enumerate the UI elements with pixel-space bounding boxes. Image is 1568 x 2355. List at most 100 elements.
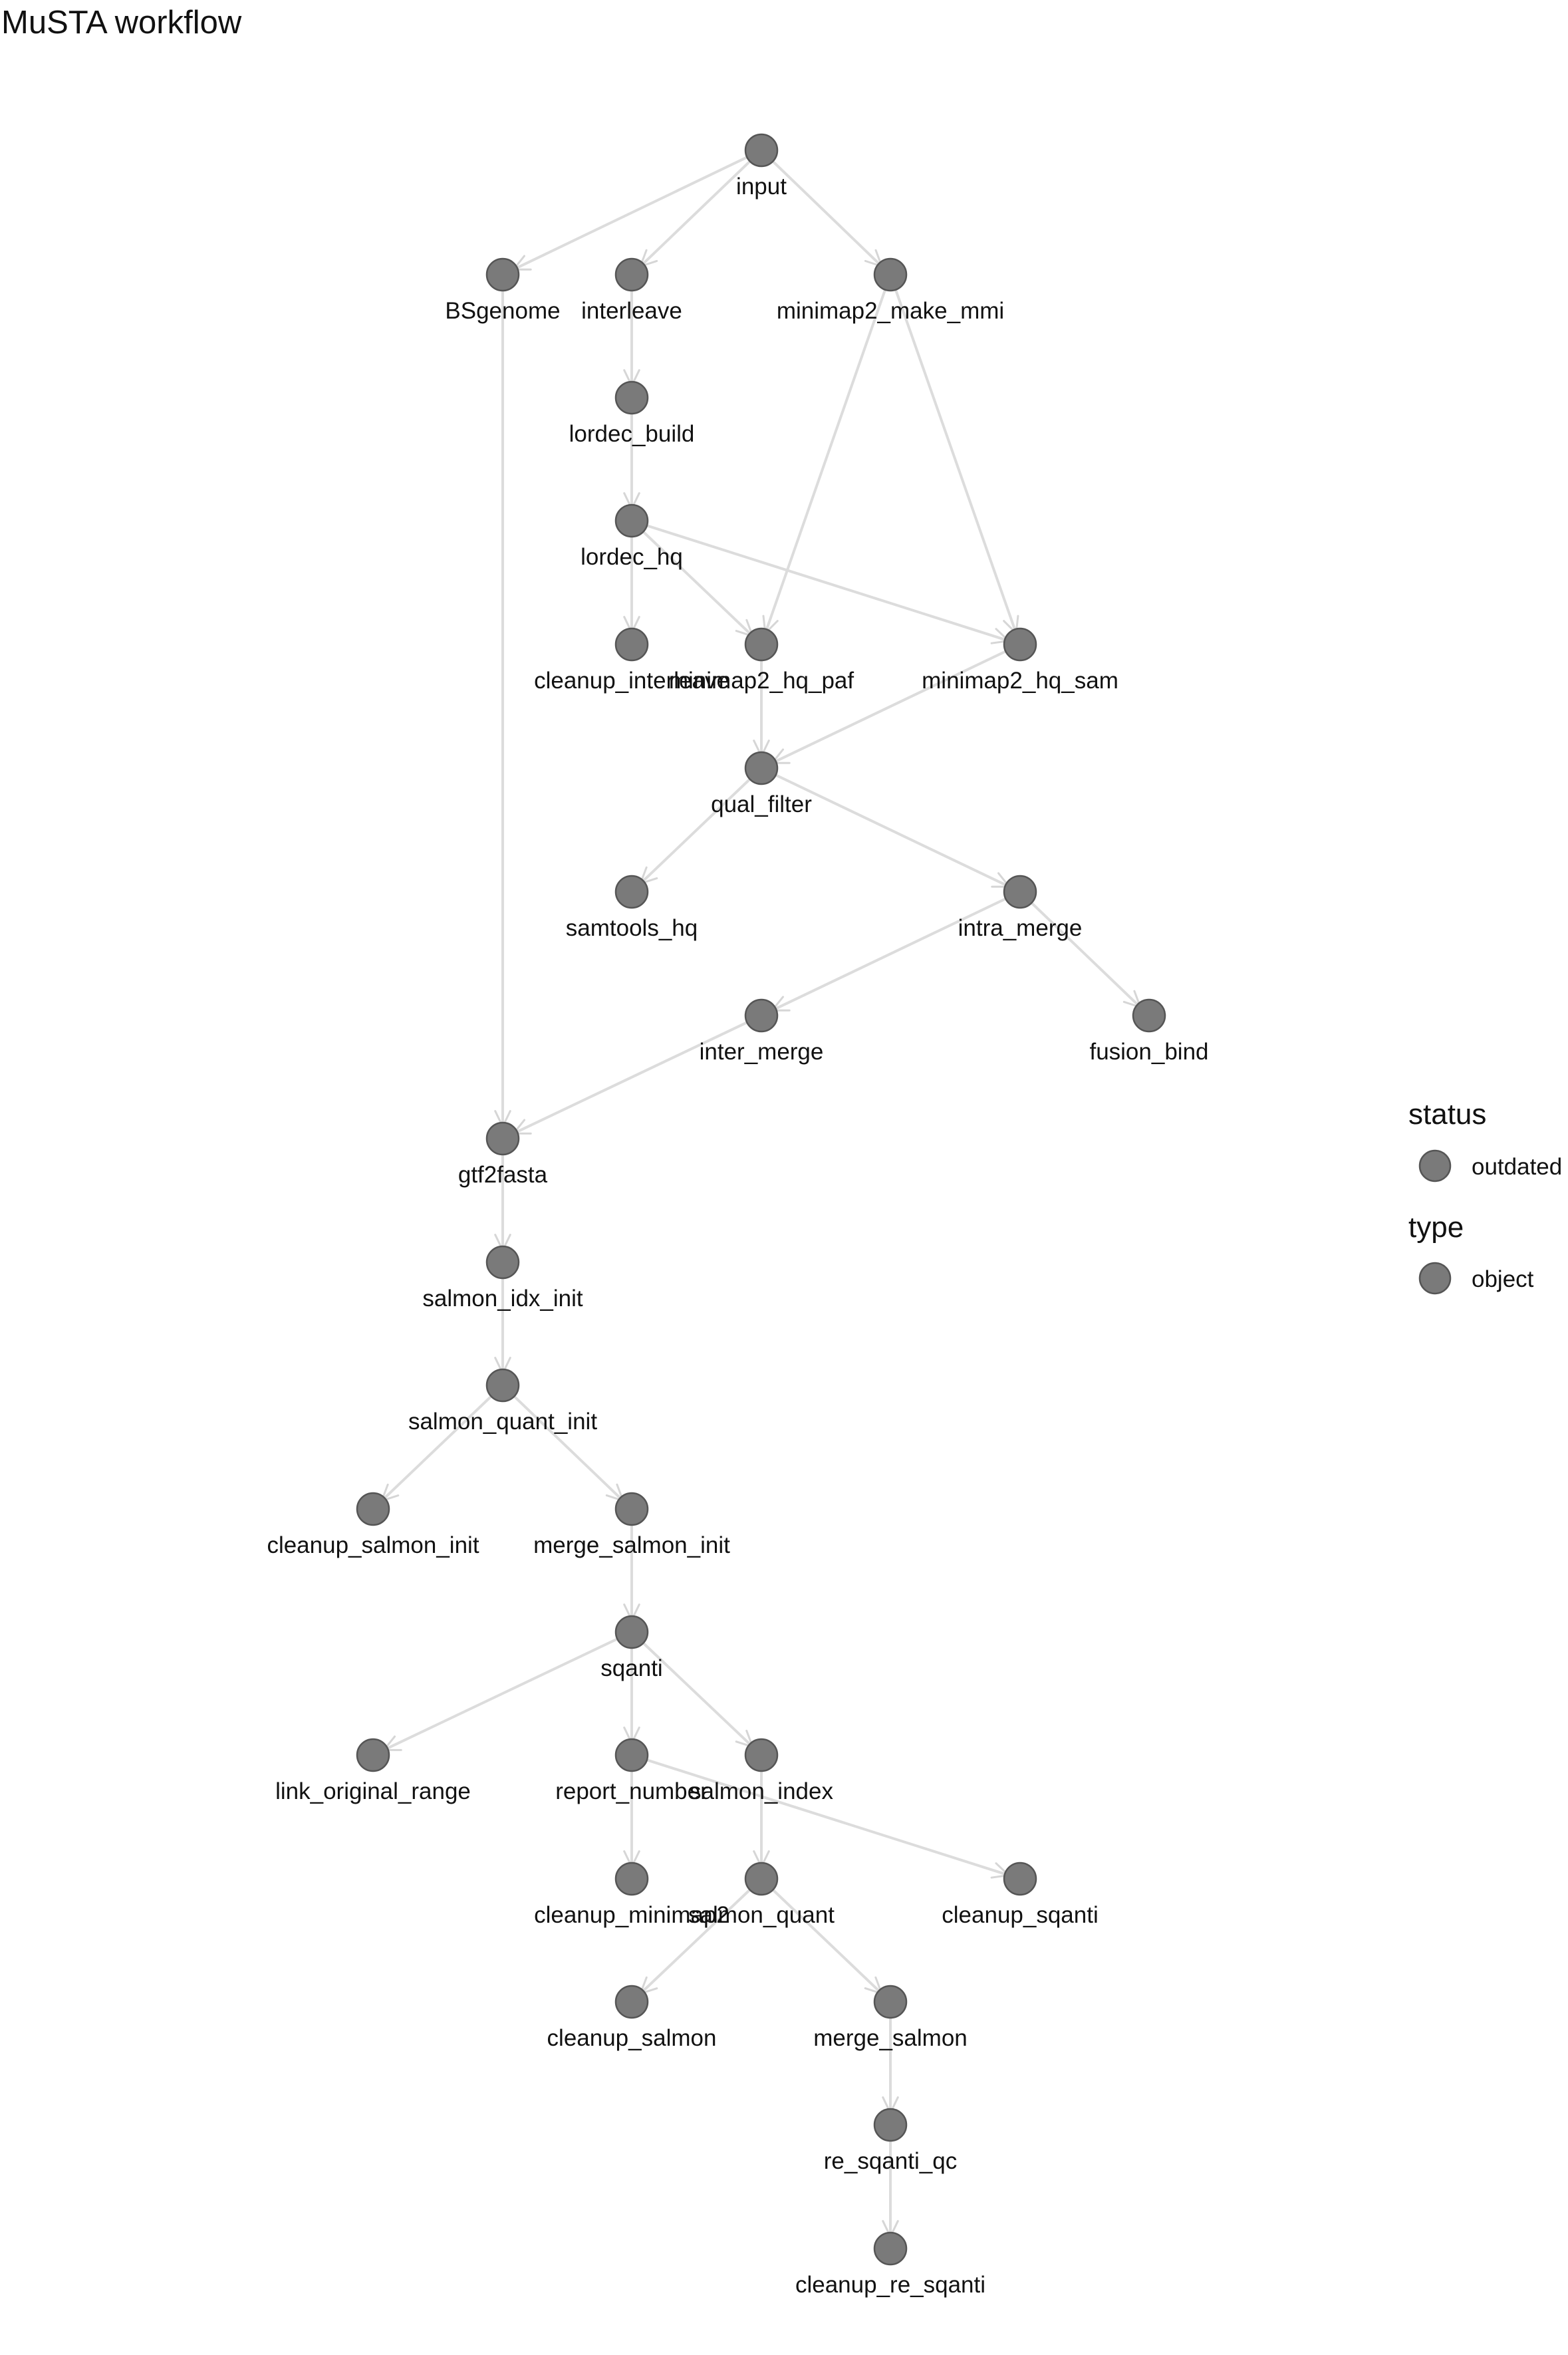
node-intra_merge[interactable]: intra_merge: [958, 875, 1083, 941]
node-label: cleanup_sqanti: [942, 1902, 1098, 1928]
node-cleanup_salmon_init[interactable]: cleanup_salmon_init: [267, 1492, 479, 1558]
edge-report_number-to-cleanup_sqanti: [631, 1754, 1009, 1877]
edge-salmon_quant-to-cleanup_salmon: [639, 1877, 763, 1995]
node-marker[interactable]: [744, 627, 779, 662]
legend-object-label: object: [1472, 1266, 1534, 1292]
node-salmon_quant[interactable]: salmon_quant: [688, 1862, 835, 1928]
legend-status-title: status: [1408, 1098, 1486, 1131]
node-report_number[interactable]: report_number: [555, 1738, 708, 1804]
node-sqanti[interactable]: sqanti: [600, 1615, 663, 1681]
node-label: report_number: [555, 1778, 708, 1804]
node-marker[interactable]: [744, 751, 779, 785]
node-label: fusion_bind: [1089, 1039, 1208, 1065]
node-marker[interactable]: [873, 2108, 908, 2142]
node-cleanup_sqanti[interactable]: cleanup_sqanti: [942, 1862, 1099, 1928]
node-marker[interactable]: [614, 627, 649, 662]
node-label: lordec_build: [569, 421, 695, 447]
edge-salmon_quant-to-merge_salmon: [760, 1877, 883, 1995]
node-marker[interactable]: [485, 1368, 520, 1403]
legend-object-marker: [1418, 1262, 1452, 1295]
node-samtools_hq[interactable]: samtools_hq: [566, 875, 698, 941]
node-marker[interactable]: [485, 1121, 520, 1156]
edge-intra_merge-to-fusion_bind: [1019, 891, 1142, 1008]
node-salmon_idx_init[interactable]: salmon_idx_init: [422, 1245, 583, 1312]
node-marker[interactable]: [1132, 998, 1166, 1033]
node-label: salmon_quant: [688, 1902, 835, 1928]
node-label: qual_filter: [711, 791, 812, 817]
node-cleanup_interleave[interactable]: cleanup_interleave: [534, 627, 729, 694]
node-marker[interactable]: [744, 1738, 779, 1772]
node-marker[interactable]: [614, 257, 649, 292]
edge-salmon_quant_init-to-cleanup_salmon_init: [380, 1384, 504, 1502]
edge-input-to-BSgenome: [513, 149, 762, 271]
node-marker[interactable]: [485, 257, 520, 292]
edge-sqanti-to-link_original_range: [383, 1631, 632, 1752]
node-marker[interactable]: [873, 1985, 908, 2019]
node-gtf2fasta[interactable]: gtf2fasta: [458, 1121, 548, 1188]
node-label: sqanti: [600, 1655, 662, 1681]
node-minimap2_hq_sam[interactable]: minimap2_hq_sam: [922, 627, 1118, 694]
node-label: link_original_range: [275, 1778, 471, 1804]
node-fusion_bind[interactable]: fusion_bind: [1089, 998, 1209, 1065]
node-label: samtools_hq: [566, 915, 698, 941]
edge-lordec_hq-to-minimap2_hq_sam: [631, 519, 1009, 642]
node-marker[interactable]: [744, 998, 779, 1033]
node-marker[interactable]: [1003, 1862, 1037, 1896]
node-marker[interactable]: [614, 1738, 649, 1772]
node-marker[interactable]: [614, 380, 649, 415]
legend-outdated-marker: [1418, 1149, 1452, 1182]
edge-input-to-minimap2_make_mmi: [760, 149, 883, 267]
node-salmon_quant_init[interactable]: salmon_quant_init: [408, 1368, 597, 1435]
node-cleanup_re_sqanti[interactable]: cleanup_re_sqanti: [795, 2231, 985, 2298]
node-link_original_range[interactable]: link_original_range: [275, 1738, 471, 1804]
node-marker[interactable]: [1003, 875, 1037, 909]
edge-minimap2_make_mmi-to-minimap2_hq_sam: [889, 274, 1017, 634]
node-label: salmon_index: [690, 1778, 833, 1804]
node-cleanup_minimap2[interactable]: cleanup_minimap2: [534, 1862, 729, 1928]
node-label: merge_salmon_init: [533, 1532, 730, 1558]
node-label: cleanup_re_sqanti: [795, 2272, 985, 2298]
node-label: gtf2fasta: [458, 1162, 548, 1188]
node-minimap2_make_mmi[interactable]: minimap2_make_mmi: [777, 257, 1004, 324]
node-qual_filter[interactable]: qual_filter: [711, 751, 812, 817]
node-re_sqanti_qc[interactable]: re_sqanti_qc: [824, 2108, 957, 2174]
node-label: cleanup_salmon: [547, 2025, 717, 2051]
node-label: re_sqanti_qc: [824, 2148, 957, 2174]
edge-salmon_quant_init-to-merge_salmon_init: [501, 1384, 624, 1502]
edge-minimap2_hq_sam-to-qual_filter: [771, 643, 1021, 765]
node-inter_merge[interactable]: inter_merge: [700, 998, 824, 1065]
node-cleanup_salmon[interactable]: cleanup_salmon: [547, 1985, 717, 2051]
node-marker[interactable]: [744, 133, 779, 168]
node-marker[interactable]: [614, 1862, 649, 1896]
node-marker[interactable]: [356, 1492, 390, 1526]
node-marker[interactable]: [873, 2231, 908, 2266]
node-label: cleanup_minimap2: [534, 1902, 729, 1928]
node-merge_salmon_init[interactable]: merge_salmon_init: [533, 1492, 730, 1558]
node-lordec_hq[interactable]: lordec_hq: [581, 503, 683, 570]
node-merge_salmon[interactable]: merge_salmon: [813, 1985, 968, 2051]
node-marker[interactable]: [744, 1862, 779, 1896]
node-label: intra_merge: [958, 915, 1083, 941]
node-label: minimap2_hq_paf: [669, 668, 854, 694]
node-minimap2_hq_paf[interactable]: minimap2_hq_paf: [669, 627, 854, 694]
node-interleave[interactable]: interleave: [581, 257, 682, 324]
node-label: inter_merge: [700, 1039, 824, 1065]
node-marker[interactable]: [356, 1738, 390, 1772]
node-marker[interactable]: [614, 503, 649, 538]
node-marker[interactable]: [614, 1985, 649, 2019]
node-marker[interactable]: [873, 257, 908, 292]
node-marker[interactable]: [485, 1245, 520, 1280]
node-input[interactable]: input: [736, 133, 787, 200]
node-salmon_index[interactable]: salmon_index: [690, 1738, 833, 1804]
edge-input-to-interleave: [639, 149, 763, 267]
node-BSgenome[interactable]: BSgenome: [445, 257, 561, 324]
edge-inter_merge-to-gtf2fasta: [513, 1014, 762, 1135]
node-marker[interactable]: [614, 1492, 649, 1526]
node-marker[interactable]: [614, 1615, 649, 1649]
node-marker[interactable]: [614, 875, 649, 909]
node-lordec_build[interactable]: lordec_build: [569, 380, 695, 447]
node-label: minimap2_hq_sam: [922, 668, 1118, 694]
node-marker[interactable]: [1003, 627, 1037, 662]
